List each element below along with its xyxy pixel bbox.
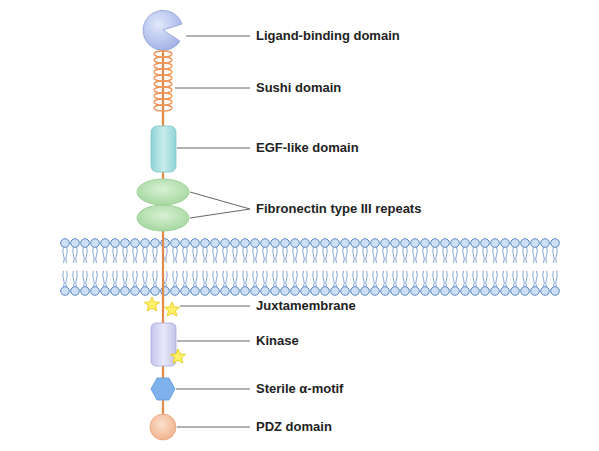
domain-label: EGF-like domain	[256, 140, 359, 156]
leader-line	[175, 36, 250, 427]
domain-label: PDZ domain	[256, 419, 332, 435]
domain-label: Sushi domain	[256, 80, 341, 96]
fibronectin-shape	[137, 179, 189, 205]
domain-label: Kinase	[256, 333, 299, 349]
fibronectin-shape	[137, 205, 189, 231]
ligand-binding-shape	[143, 10, 182, 50]
domain-label: Sterile α-motif	[256, 381, 343, 397]
sterile-alpha-motif-shape	[151, 378, 175, 400]
domain-label: Ligand-binding domain	[256, 28, 400, 44]
phosphorylation-star	[145, 297, 186, 363]
egf-like-shape	[151, 126, 176, 172]
lipid-bilayer	[60, 237, 560, 297]
pdz-shape	[150, 414, 176, 440]
sushi-coil	[154, 51, 172, 111]
kinase-shape	[151, 323, 176, 366]
domain-label: Fibronectin type III repeats	[256, 201, 421, 217]
domain-label: Juxtamembrane	[256, 298, 356, 314]
